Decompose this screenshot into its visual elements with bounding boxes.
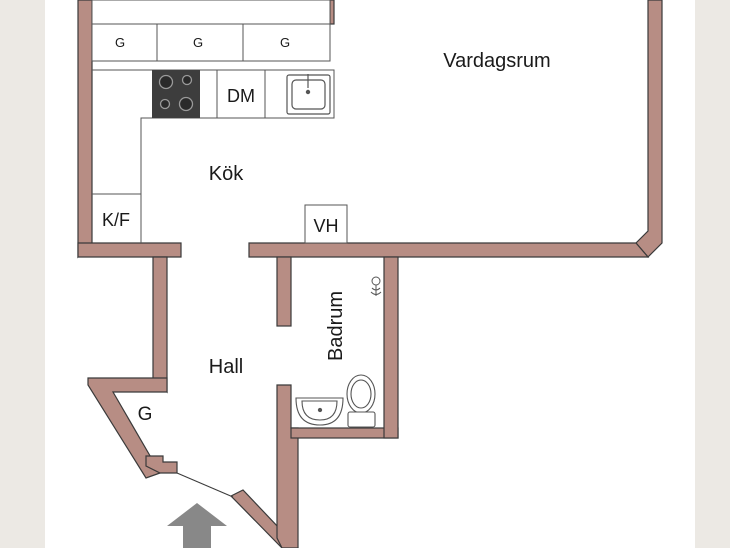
wall-bath-lower xyxy=(276,384,299,548)
counter-outline xyxy=(92,69,335,243)
washbasin-icon xyxy=(295,397,344,426)
water-heater-label: VH xyxy=(313,216,338,236)
wall-bath-right xyxy=(383,256,399,439)
wall-kitchen-bottom-left xyxy=(77,242,182,258)
shower-icon xyxy=(370,276,382,296)
dishwasher-label: DM xyxy=(227,86,255,106)
wall-left-outer xyxy=(77,0,93,259)
wardrobes-top xyxy=(91,0,331,62)
walls xyxy=(77,0,663,548)
wall-top-divider xyxy=(329,0,335,25)
entry-arrow-icon xyxy=(167,503,227,548)
wall-bath-upper-stub xyxy=(276,256,292,327)
wall-wardrobe-step xyxy=(145,455,178,474)
entry-door-line xyxy=(176,472,234,498)
fridge-freezer-label: K/F xyxy=(102,210,130,230)
wardrobe-top-label-2: G xyxy=(193,35,203,50)
room-label-kitchen: Kök xyxy=(209,163,244,185)
wall-kitchen-bottom-right xyxy=(248,242,650,258)
wardrobe-top-label-3: G xyxy=(280,35,290,50)
wall-hall-left xyxy=(152,256,168,394)
water-heater-box xyxy=(304,204,348,244)
wardrobe-top-frame xyxy=(91,0,331,62)
toilet-icon xyxy=(346,374,376,428)
stove-icon xyxy=(152,70,200,118)
wall-bath-bottom xyxy=(290,427,399,439)
room-label-bath: Badrum xyxy=(325,291,347,361)
wardrobe-hall-label: G xyxy=(138,404,153,425)
wall-hall-angled xyxy=(87,377,168,479)
kitchen-counters xyxy=(92,69,335,243)
sink-icon xyxy=(286,74,331,115)
room-label-hall: Hall xyxy=(209,356,243,378)
room-label-living: Vardagsrum xyxy=(443,50,550,72)
wardrobe-top-label-1: G xyxy=(115,35,125,50)
